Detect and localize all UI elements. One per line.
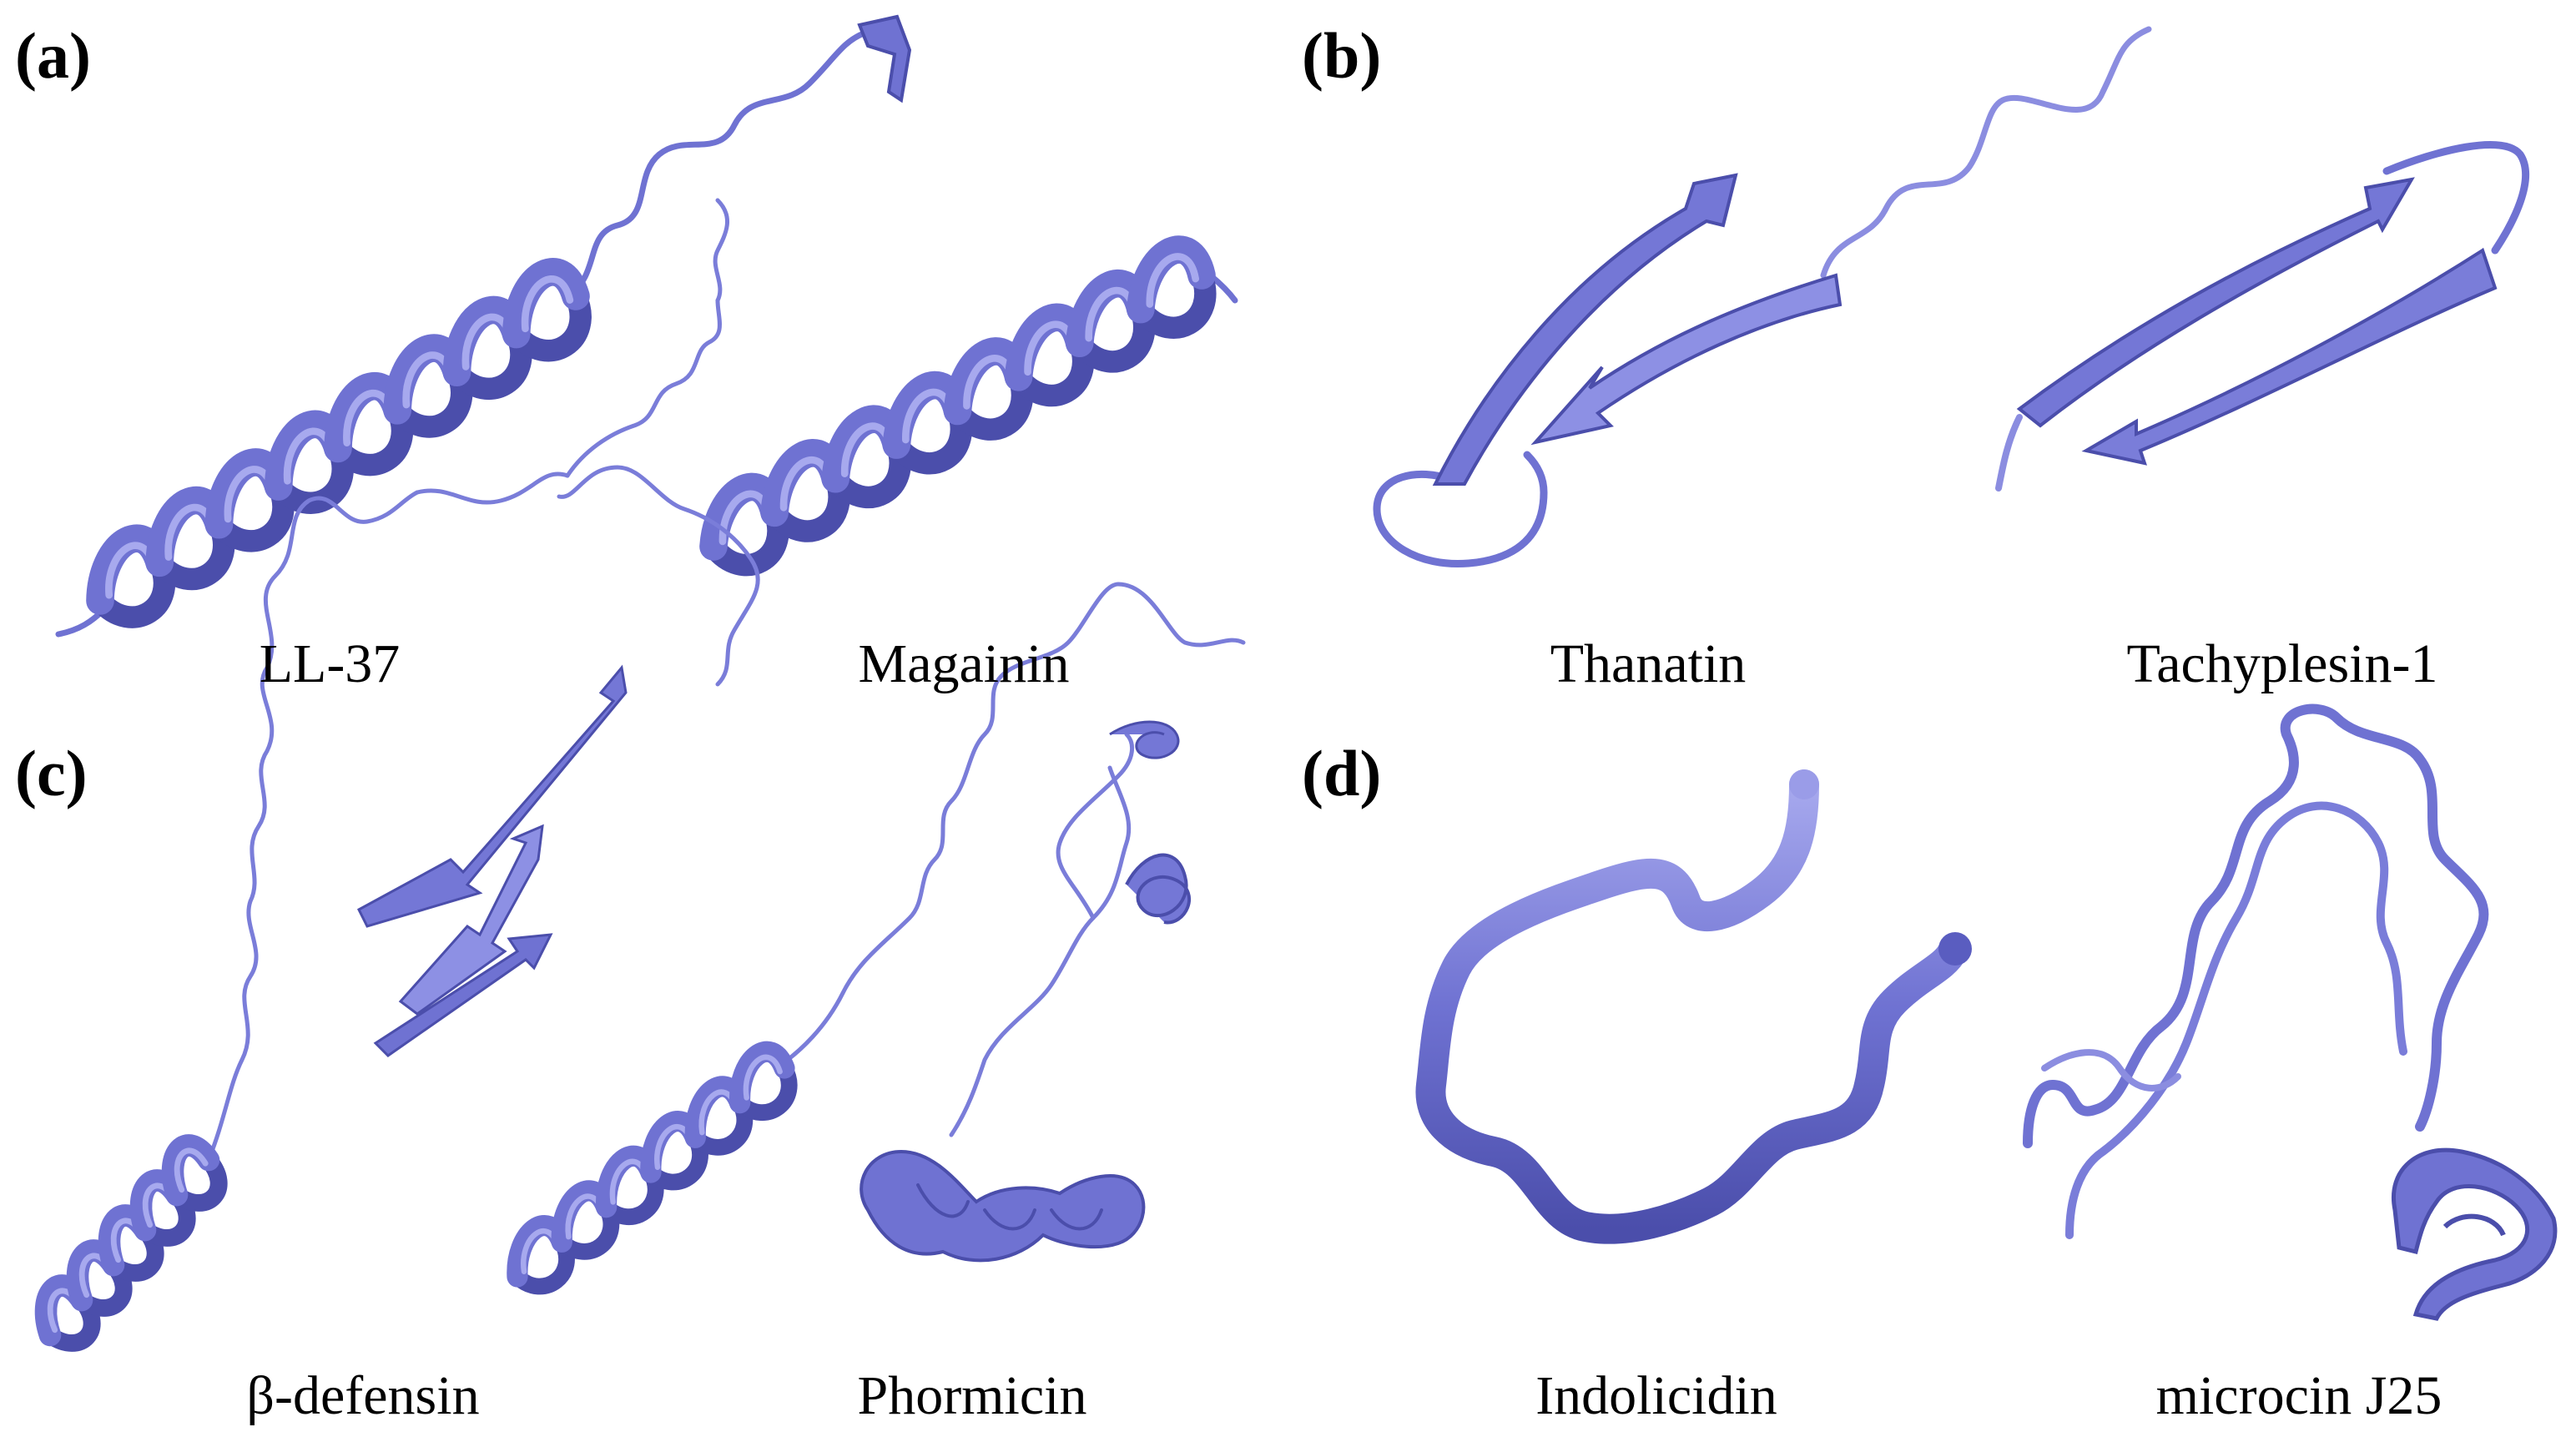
phormicin-small-helix <box>1109 720 1180 759</box>
structure-name-magainin: Magainin <box>858 633 1070 694</box>
microcin-ring-inner <box>2442 1213 2506 1237</box>
phormicin-helix-turn-highlight <box>743 1054 783 1101</box>
structure-phormicin <box>507 582 1246 1295</box>
magainin-helix-turn-back <box>1129 264 1217 339</box>
structure-name-tachyplesin-1: Tachyplesin-1 <box>2126 633 2438 694</box>
phormicin-helix-turn-front <box>729 1041 795 1114</box>
tachyplesin-end <box>1995 414 2023 492</box>
structure-microcin-j25 <box>2023 703 2558 1321</box>
structure-beta-defensin <box>34 198 760 1352</box>
structure-name-phormicin: Phormicin <box>857 1365 1087 1426</box>
magainin-helix-turn-front <box>1127 235 1216 324</box>
phormicin-globule <box>860 1149 1146 1263</box>
structure-name-indolicidin: Indolicidin <box>1535 1365 1777 1426</box>
indolicidin-start <box>1789 769 1819 799</box>
tachyplesin-strand-2 <box>2081 247 2498 466</box>
phormicin-top-helix <box>1125 853 1192 925</box>
thanatin-loop <box>1373 451 1548 568</box>
beta-defensin-coil-2 <box>415 471 570 505</box>
beta-defensin-helix-turn-highlight <box>174 1147 209 1193</box>
panel-label-a: (a) <box>15 19 91 92</box>
phormicin-helix-turn-back <box>731 1060 798 1122</box>
beta-defensin-coil-3 <box>565 298 722 478</box>
structure-ll-37 <box>55 14 912 638</box>
beta-defensin-helix-turn-front <box>161 1134 220 1207</box>
structure-name-beta-defensin: β-defensin <box>246 1365 480 1426</box>
thanatin-strand-1 <box>1432 173 1738 486</box>
microcin-ring <box>2392 1147 2558 1321</box>
ll-37-coil <box>564 30 867 300</box>
tachyplesin-strand-1 <box>2016 177 2415 428</box>
thanatin-coil <box>1820 26 2152 279</box>
phormicin-helix <box>507 1041 798 1295</box>
structure-name-microcin-j25: microcin J25 <box>2155 1365 2442 1426</box>
ll-37-terminal-turn <box>857 14 912 103</box>
beta-defensin-coil <box>206 490 420 1162</box>
phormicin-coil-3 <box>1056 732 1135 920</box>
structure-name-ll-37: LL-37 <box>259 633 401 694</box>
indolicidin-tube <box>1415 769 1968 1244</box>
ll-37-helix <box>86 258 592 628</box>
structure-tachyplesin-1 <box>1995 141 2530 492</box>
beta-defensin-nterm <box>713 198 730 303</box>
structure-thanatin <box>1373 26 2152 568</box>
phormicin-coil <box>774 582 1246 1071</box>
structure-magainin <box>699 235 1238 577</box>
structure-name-thanatin: Thanatin <box>1550 633 1747 694</box>
ll-37-helix-turn-highlight <box>521 275 574 333</box>
microcin-strand-2 <box>2065 801 2407 1239</box>
indolicidin-end <box>1938 932 1972 966</box>
beta-defensin-sheet-2 <box>398 824 544 1016</box>
structure-indolicidin <box>1415 769 1972 1244</box>
beta-defensin-helix-turn-back <box>168 1151 228 1212</box>
panel-label-c: (c) <box>15 737 88 809</box>
beta-defensin-sheet-3 <box>373 933 553 1057</box>
thanatin-strand-2 <box>1530 273 1843 446</box>
panel-label-d: (d) <box>1302 737 1382 809</box>
magainin-helix <box>699 235 1217 577</box>
panel-label-b: (b) <box>1302 19 1382 92</box>
microcin-strand-3 <box>2041 1049 2181 1092</box>
phormicin-coil-2 <box>949 765 1132 1137</box>
beta-defensin-sheet-1 <box>357 664 628 928</box>
phormicin-globule-detail <box>916 1183 1103 1231</box>
microcin-strand-1 <box>2023 703 2489 1148</box>
beta-defensin-helix <box>34 1134 228 1352</box>
ll-37-helix-turn-front <box>502 258 590 349</box>
ll-37-helix-turn-back <box>505 285 592 362</box>
beta-defensin-tail <box>557 465 760 687</box>
tachyplesin-turn <box>2382 141 2530 255</box>
magainin-helix-turn-highlight <box>1146 253 1200 308</box>
